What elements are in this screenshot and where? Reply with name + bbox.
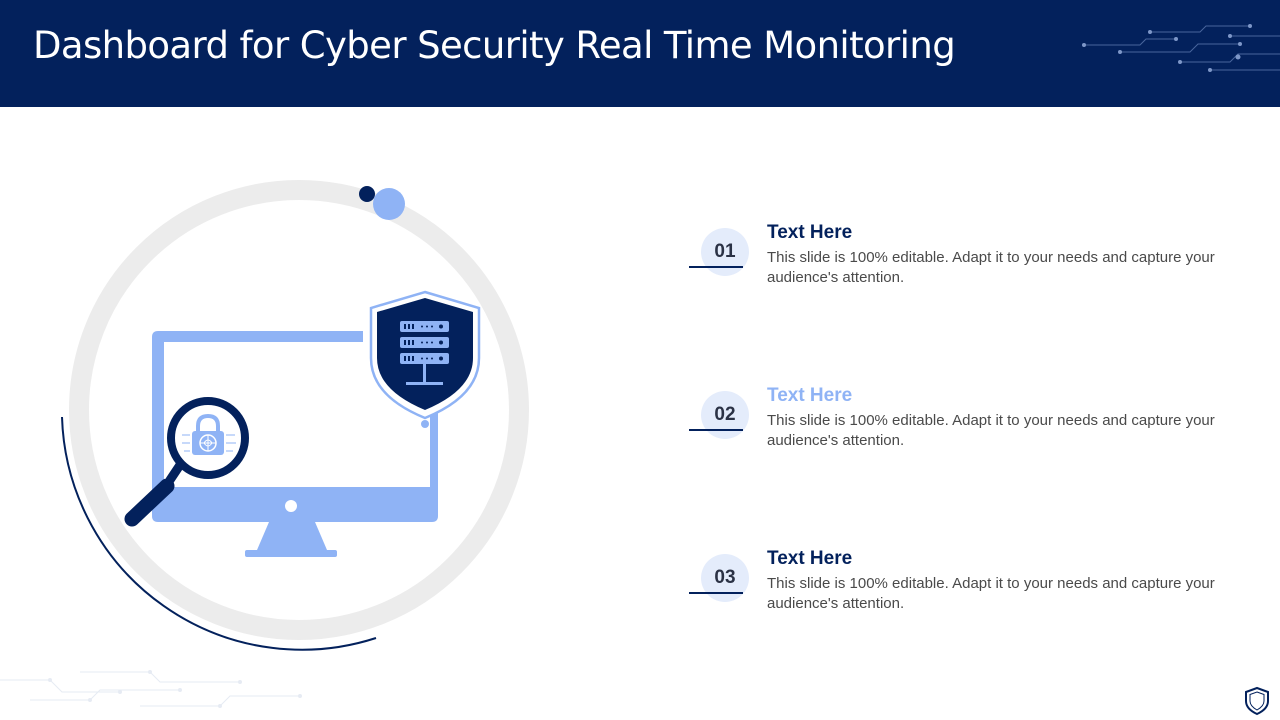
badge-underline <box>689 266 743 268</box>
navy-arc <box>61 416 377 651</box>
item-title: Text Here <box>767 222 853 243</box>
item-number-badge: 02 <box>701 391 749 439</box>
slide-title: Dashboard for Cyber Security Real Time M… <box>33 24 956 67</box>
item-number-badge: 03 <box>701 554 749 602</box>
computer-security-monitoring-illustration <box>61 180 529 651</box>
monitor-icon <box>152 331 438 557</box>
magnifier-lock-icon <box>124 397 249 527</box>
item-description: This slide is 100% editable. Adapt it to… <box>767 575 1215 612</box>
circuit-lines-decoration <box>1082 24 1280 72</box>
item-title: Text Here <box>767 385 853 406</box>
item-number-badge: 01 <box>701 228 749 276</box>
navy-dot <box>359 186 375 202</box>
list-item: 03 Text Here This slide is 100% editable… <box>689 548 1249 624</box>
grey-ring <box>69 180 529 640</box>
item-title: Text Here <box>767 548 853 569</box>
list-item: 02 Text Here This slide is 100% editable… <box>689 385 1249 461</box>
shield-server-icon <box>369 290 481 428</box>
badge-underline <box>689 429 743 431</box>
shield-outline-icon <box>1245 686 1269 716</box>
circuit-lines-decoration <box>0 670 302 708</box>
header-bar: Dashboard for Cyber Security Real Time M… <box>0 0 1280 107</box>
list-item: 01 Text Here This slide is 100% editable… <box>689 222 1249 298</box>
badge-underline <box>689 592 743 594</box>
blue-dot <box>373 188 405 220</box>
item-description: This slide is 100% editable. Adapt it to… <box>767 249 1215 286</box>
item-description: This slide is 100% editable. Adapt it to… <box>767 412 1215 449</box>
